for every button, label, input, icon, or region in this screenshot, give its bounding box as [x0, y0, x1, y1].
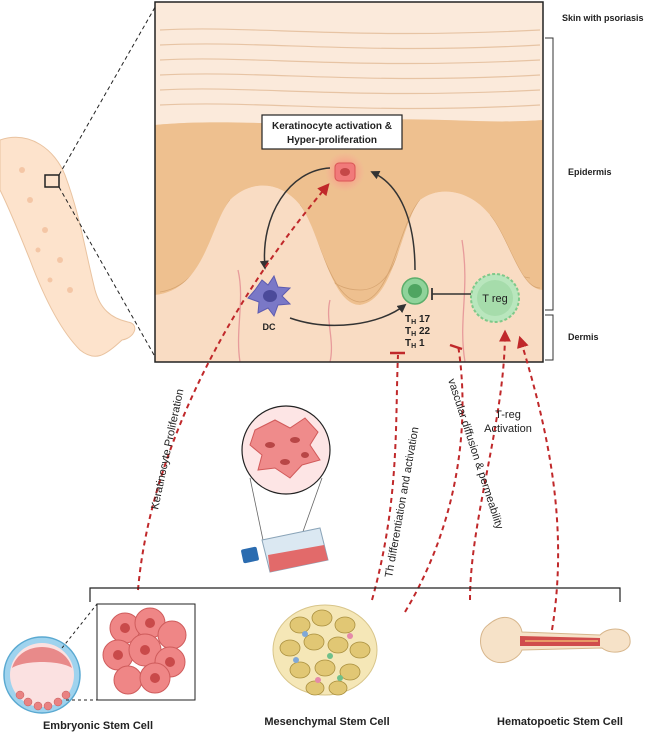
arrow-dc-to-th: [289, 303, 407, 327]
epidermis-label: Epidermis: [568, 167, 612, 177]
keratinocyte-label-line1: Keratinocyte activation &: [272, 121, 392, 132]
arrow-vascular-diffusion: [404, 344, 464, 613]
dendritic-cell: [247, 274, 292, 318]
cultured-cells-illustration: [241, 405, 331, 573]
dc-label: DC: [263, 322, 276, 332]
treg-activation-label-2: Activation: [484, 423, 532, 435]
zoom-line-top: [58, 1, 159, 176]
th-labels: TH 17 TH 22 TH 1: [405, 314, 431, 350]
svg-text:TH 22: TH 22: [405, 326, 431, 338]
arrow-treg-activation-1: [469, 329, 511, 601]
treg-label: T reg: [482, 293, 507, 305]
zoom-line-bottom: [58, 186, 159, 363]
hematopoetic-stem-cell-label: Hematopoetic Stem Cell: [497, 716, 623, 728]
treg-cell: [470, 273, 520, 323]
skin-panel: [155, 2, 543, 362]
mesenchymal-stem-cell-label: Mesenchymal Stem Cell: [264, 716, 389, 728]
th-differentiation-label: Th differentiation and activation: [383, 426, 421, 578]
arrow-th-to-kc: [370, 170, 416, 271]
layer-brackets: [545, 37, 554, 361]
skin-panel-border: [154, 1, 544, 363]
embryonic-stem-cell-label: Embryonic Stem Cell: [43, 720, 153, 732]
dermis-label: Dermis: [568, 332, 599, 342]
keratinocyte-proliferation-label: Keratinocyte Proliferation: [149, 388, 186, 511]
skin-with-psoriasis-label: Skin with psoriasis: [562, 13, 644, 23]
arrow-keratinocyte-proliferation: [137, 183, 330, 591]
arrow-treg-activation-2: [517, 335, 560, 631]
embryonic-stem-cell-illustration: [3, 603, 196, 714]
keratinocyte-label-box: [261, 114, 403, 150]
stem-cell-bracket: [89, 587, 621, 602]
block-vascular: [449, 343, 463, 351]
vascular-diffusion-label: vascular diffusion & permeability: [445, 377, 505, 531]
svg-text:TH 1: TH 1: [405, 338, 425, 350]
keratinocyte-label-line2: Hyper-proliferation: [287, 135, 377, 146]
arm-illustration: [0, 136, 136, 357]
mesenchymal-stem-cell-illustration: [272, 604, 378, 696]
bone-illustration: [480, 616, 631, 663]
svg-text:TH 17: TH 17: [405, 314, 431, 326]
treg-activation-label-1: T-reg: [495, 409, 521, 421]
arrow-kc-to-dc: [259, 167, 331, 270]
th-cell: [401, 277, 429, 305]
arrow-th-differentiation: [371, 354, 399, 601]
zoom-box: [44, 174, 60, 188]
